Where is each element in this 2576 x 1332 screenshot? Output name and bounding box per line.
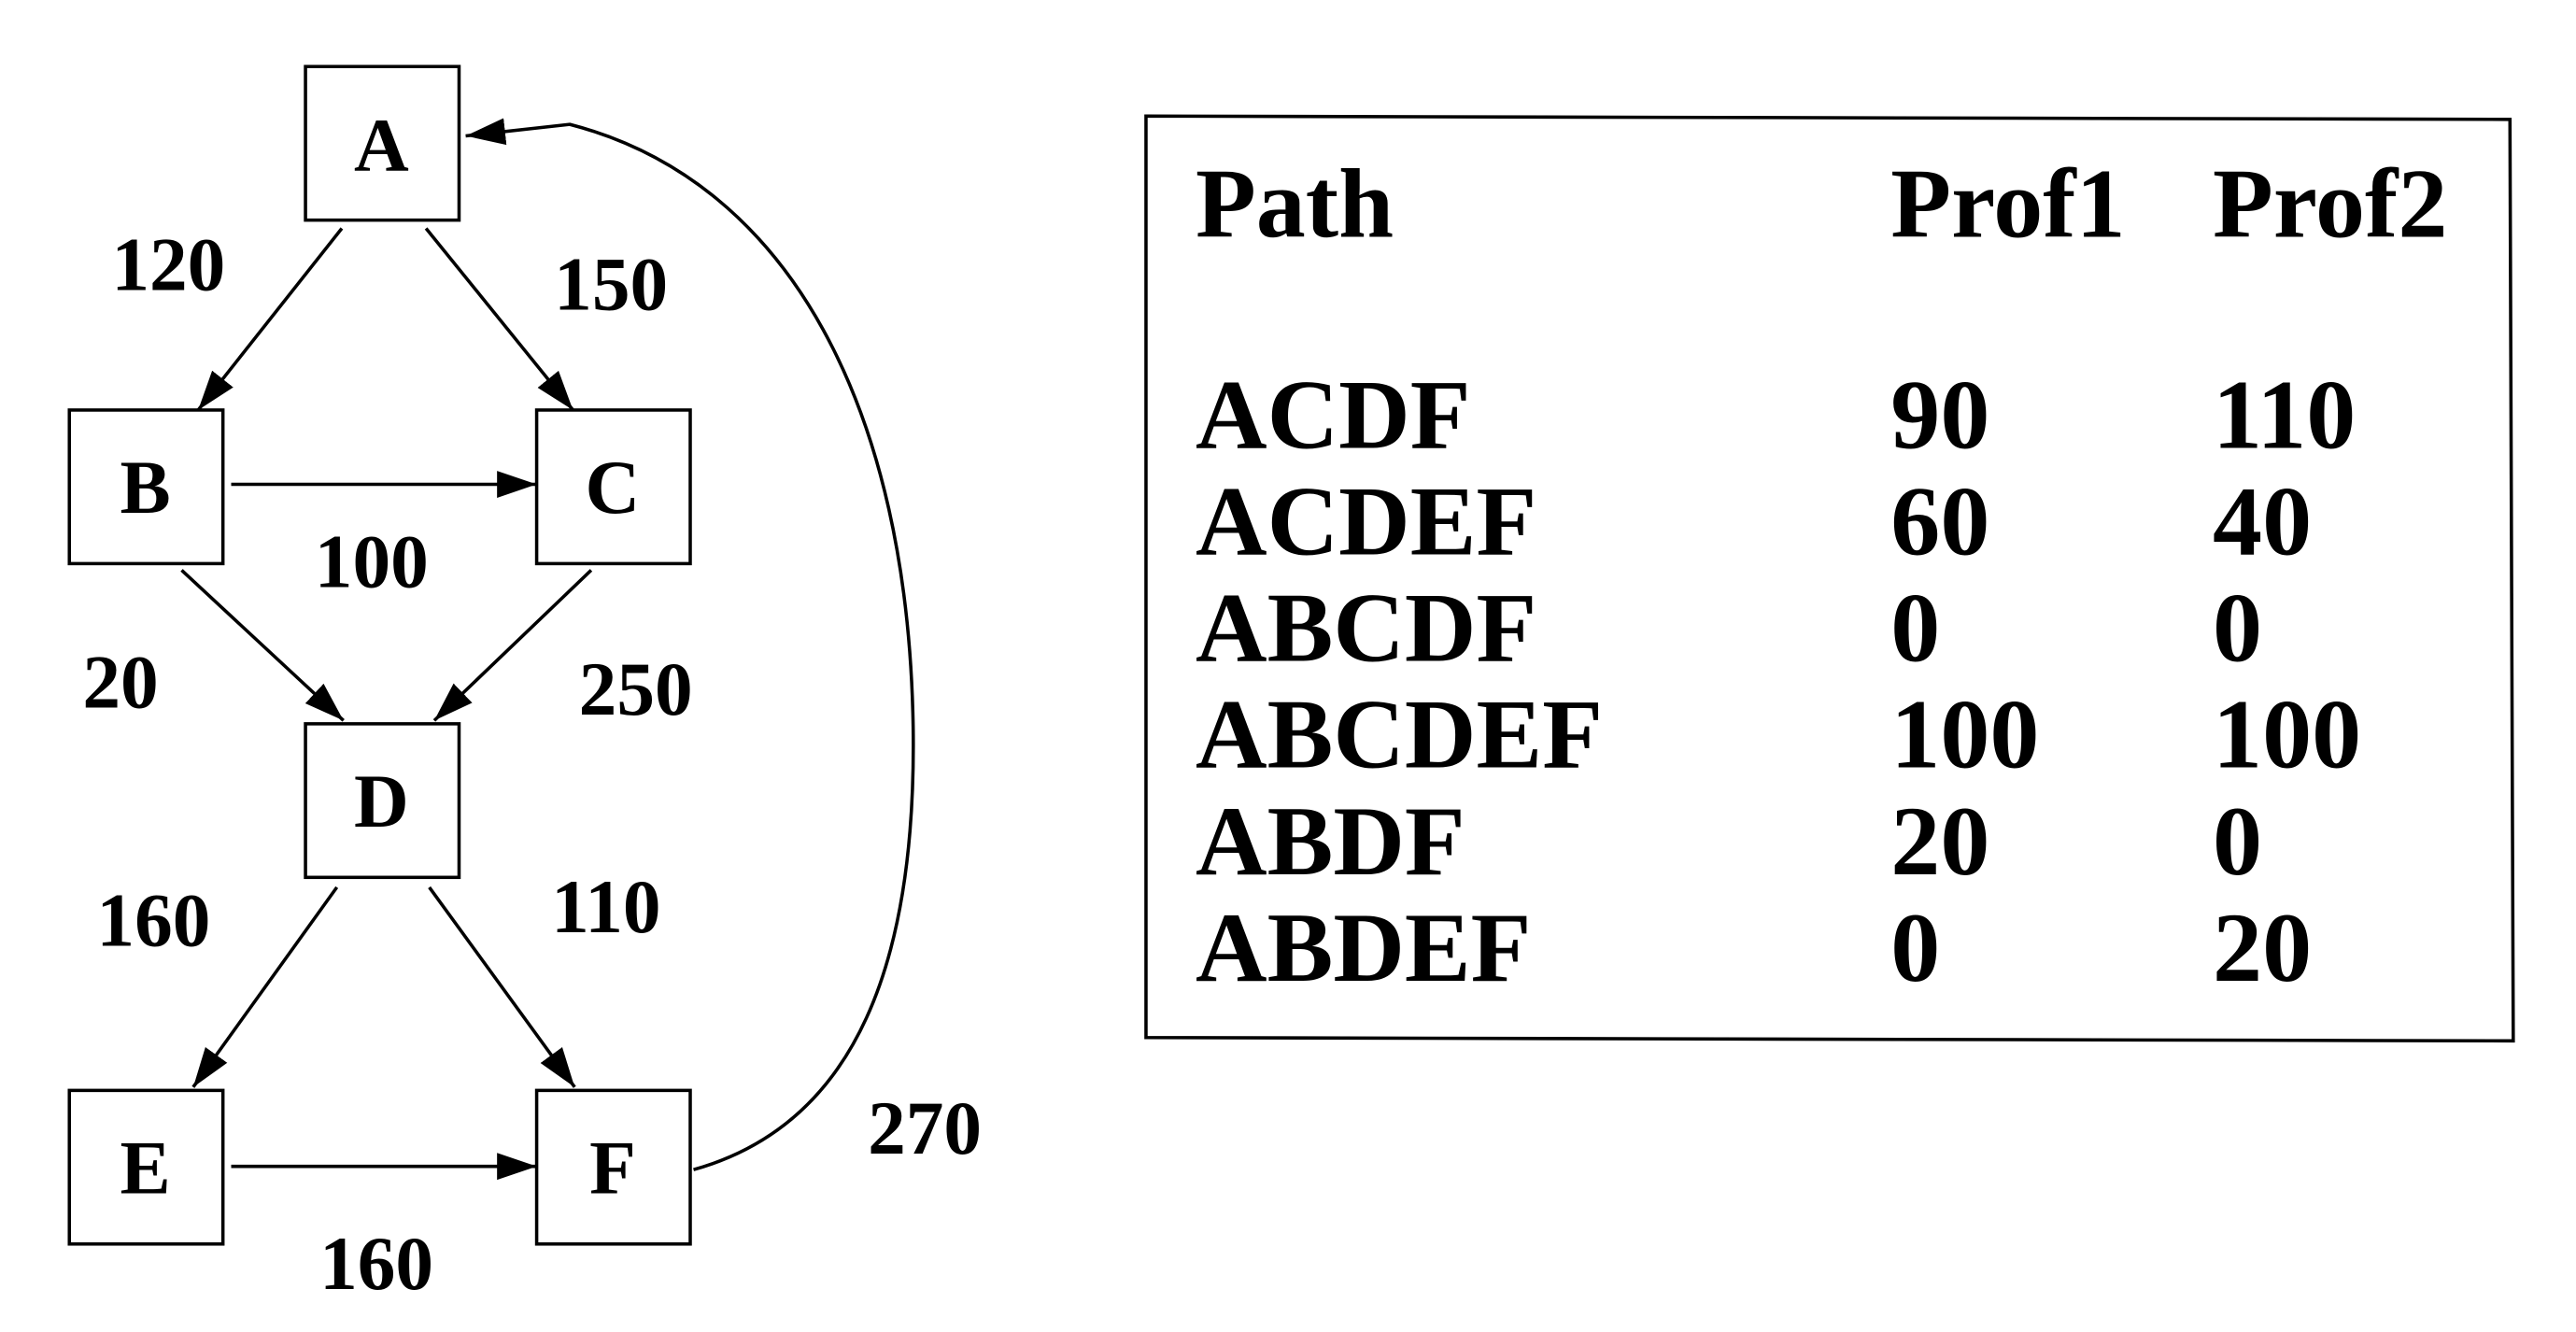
cell-prof1: 0 [1890, 573, 1940, 683]
node-label: B [120, 446, 170, 530]
cell-prof1: 60 [1890, 466, 1989, 576]
cell-prof1: 100 [1890, 679, 2039, 789]
table-row: ABCDEF 100 100 [1196, 679, 2361, 789]
edge-f-a [465, 118, 915, 1171]
table-row: ACDEF 60 40 [1196, 466, 2312, 576]
table-row: ABDEF 0 20 [1196, 892, 2312, 1002]
node-e: E [67, 1088, 225, 1246]
edge-c-d [432, 569, 593, 722]
node-label: E [120, 1126, 170, 1210]
cell-path: ABCDEF [1196, 679, 1603, 789]
header-prof2: Prof2 [2213, 148, 2447, 258]
edge-a-b [196, 227, 344, 412]
header-prof1: Prof1 [1890, 148, 2125, 258]
edge-label-c-d: 250 [579, 647, 693, 731]
cell-path: ACDEF [1196, 466, 1536, 576]
node-d: D [304, 722, 461, 880]
edge-label-d-e: 160 [96, 878, 210, 962]
edge-a-c [424, 227, 574, 412]
cell-path: ABDEF [1196, 892, 1531, 1002]
edge-label-e-f: 160 [319, 1222, 433, 1306]
header-path: Path [1196, 148, 1394, 258]
cell-prof1: 90 [1890, 360, 1989, 470]
node-label: D [354, 759, 409, 843]
edge-label-f-a: 270 [868, 1086, 982, 1170]
cell-prof2: 20 [2213, 892, 2312, 1002]
edge-d-e [191, 886, 339, 1088]
cell-path: ABCDF [1196, 573, 1536, 683]
table-row: ABCDF 0 0 [1196, 573, 2262, 683]
cell-prof2: 40 [2213, 466, 2312, 576]
edge-labels: 120 150 100 20 250 160 110 160 270 [82, 222, 982, 1306]
node-c: C [534, 408, 692, 566]
edge-label-b-d: 20 [82, 641, 158, 725]
node-f: F [534, 1088, 692, 1246]
table-border [1144, 114, 2515, 1043]
edge-label-d-f: 110 [551, 865, 660, 949]
cell-prof2: 0 [2213, 573, 2262, 683]
edge-b-d [180, 569, 345, 722]
table-header: Path Prof1 Prof2 [1196, 148, 2447, 258]
edge-d-f [428, 886, 576, 1088]
node-label: A [354, 104, 409, 188]
cell-prof2: 110 [2213, 360, 2356, 470]
edge-label-a-b: 120 [111, 222, 225, 306]
node-label: C [586, 446, 641, 530]
cell-path: ABDF [1196, 786, 1465, 896]
graph-edges [180, 118, 915, 1181]
node-label: F [589, 1126, 636, 1210]
cell-prof1: 20 [1890, 786, 1989, 896]
cell-path: ACDF [1196, 360, 1471, 470]
node-a: A [304, 64, 461, 222]
table-row: ABDF 20 0 [1196, 786, 2262, 896]
edge-label-b-c: 100 [315, 520, 429, 604]
cell-prof2: 0 [2213, 786, 2262, 896]
edge-label-a-c: 150 [554, 243, 668, 327]
cell-prof1: 0 [1890, 892, 1940, 1002]
cell-prof2: 100 [2213, 679, 2361, 789]
node-b: B [67, 408, 225, 566]
table-row: ACDF 90 110 [1196, 360, 2356, 470]
